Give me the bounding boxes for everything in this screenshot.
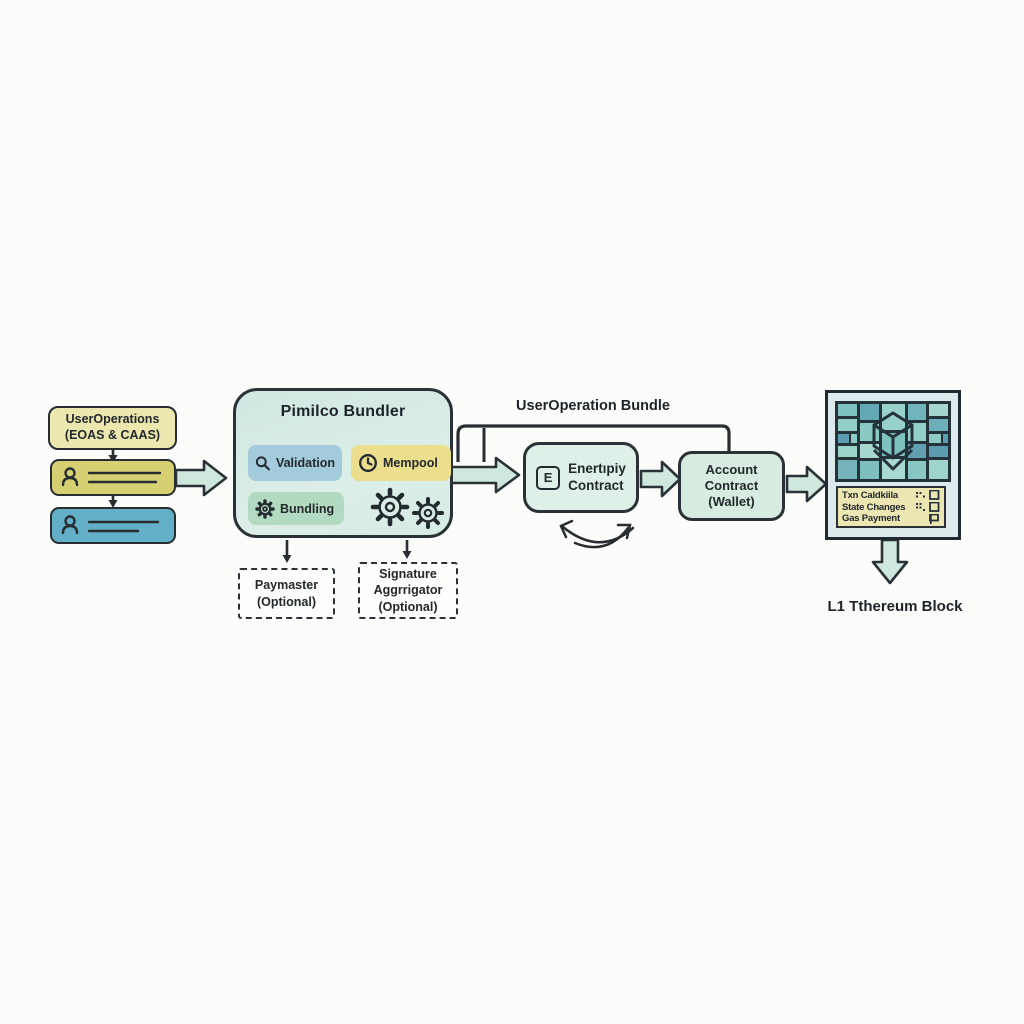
userop-card-blue <box>50 507 176 544</box>
userop-card-graphic <box>61 467 162 487</box>
block-info-row: Gas Payment <box>842 513 940 524</box>
userop-card-yellow <box>50 459 176 496</box>
mempool-label: Mempool <box>383 456 438 470</box>
validation-label: Validation <box>275 456 335 470</box>
aggregator-line2: Aggrrigator <box>373 583 443 598</box>
paymaster-line2: (Optional) <box>256 594 316 609</box>
aggregator-line3: (Optional) <box>378 599 438 614</box>
l1-block: Txn Caldkiila State Changes Gas <box>825 390 961 540</box>
bundler-title: Pimilco Bundler <box>280 403 406 420</box>
entrypoint-line1: Enertıpiy <box>568 461 626 477</box>
userops-line2: (EOAS & CAAS) <box>64 428 161 442</box>
dots-square-icon <box>916 490 940 501</box>
userop-card-graphic <box>61 515 160 535</box>
arrow-userops-to-bundler <box>174 459 228 497</box>
block-info-row: State Changes <box>842 502 940 513</box>
txn-calldata-label: Txn Caldkiila <box>842 489 899 501</box>
down-arrow-to-paymaster <box>282 540 292 563</box>
account-contract-box: Account Contract (Wallet) <box>678 451 785 521</box>
account-line1: Account <box>705 461 758 477</box>
userops-line1: UserOperations <box>65 412 160 427</box>
clock-icon <box>359 454 377 472</box>
account-line2: Contract <box>704 477 759 493</box>
entrypoint-loop-icon <box>559 519 635 549</box>
down-arrow-to-aggregator <box>402 540 412 559</box>
arrow-entrypoint-to-account <box>639 460 682 498</box>
gas-payment-label: Gas Payment <box>842 513 900 525</box>
validation-chip: Validation <box>248 445 342 481</box>
gear-icon <box>255 498 275 519</box>
state-changes-label: State Changes <box>842 501 906 513</box>
mempool-chip: Mempool <box>351 445 451 481</box>
paymaster-box: Paymaster (Optional) <box>238 568 335 619</box>
entrypoint-line2: Contract <box>568 477 624 493</box>
dots-square-icon <box>916 502 940 512</box>
person-icon <box>64 467 76 479</box>
block-mosaic-graphic <box>835 401 951 482</box>
paymaster-line1: Paymaster <box>254 578 319 593</box>
block-info-row: Txn Caldkiila <box>842 490 940 501</box>
magnifier-icon <box>255 455 270 470</box>
arrow-block-down <box>871 538 909 585</box>
signature-aggregator-box: Signature Aggrrigator (Optional) <box>358 562 458 619</box>
entrypoint-e-icon: E <box>536 465 561 490</box>
person-icon <box>64 515 76 527</box>
arrow-bundler-to-entrypoint <box>448 456 521 494</box>
l1-block-label: L1 Tthereum Block <box>827 598 963 615</box>
bundling-label: Bundling <box>280 501 335 516</box>
gears-pair-icon <box>370 487 444 529</box>
cube-icon <box>872 411 914 471</box>
bundler-box: Pimilco Bundler Validation Mempool Bundl… <box>233 388 453 538</box>
bundle-label: UserOperation Bundle <box>516 398 670 414</box>
arrow-account-to-block <box>785 465 828 503</box>
entrypoint-box: E Enertıpiy Contract <box>523 442 639 513</box>
block-info-box: Txn Caldkiila State Changes Gas <box>836 486 946 528</box>
userops-box: UserOperations (EOAS & CAAS) <box>48 406 177 450</box>
flag-icon <box>929 513 939 524</box>
aggregator-line1: Signature <box>379 567 437 582</box>
account-line3: (Wallet) <box>708 494 755 510</box>
bundling-chip: Bundling <box>248 492 344 525</box>
